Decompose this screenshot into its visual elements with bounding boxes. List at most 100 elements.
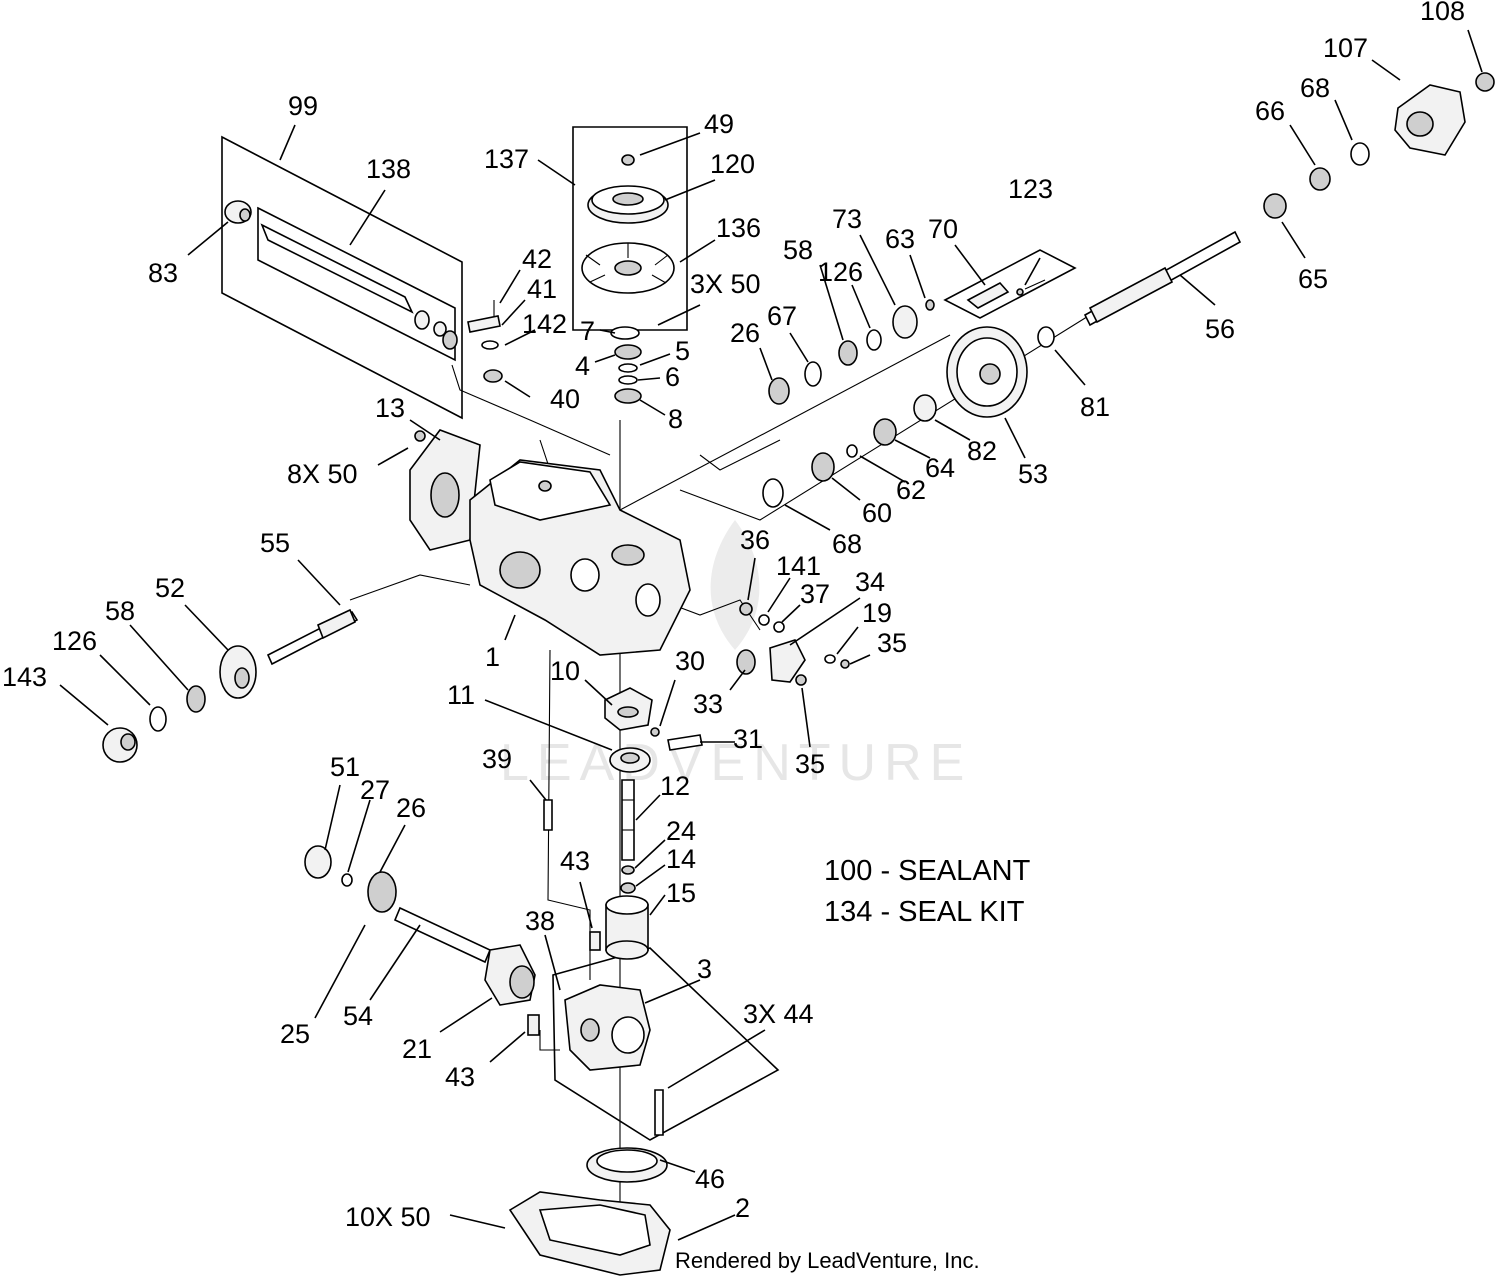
leader-lines [59,29,1483,1241]
callout-63: 63 [885,224,915,254]
callout-82: 82 [967,436,997,466]
callout-33: 33 [693,689,723,719]
part-output-hub-stack [1263,72,1495,219]
callout-67: 67 [767,301,797,331]
callout-126-lower: 126 [52,626,97,656]
callout-5: 5 [675,336,690,366]
part-39-valve [543,799,553,831]
callout-60: 60 [862,498,892,528]
callout-1: 1 [485,642,500,672]
callout-83: 83 [148,258,178,288]
callout-58-lower: 58 [105,596,135,626]
footer-credit: Rendered by LeadVenture, Inc. [675,1248,980,1273]
callout-3x50-top: 3X 50 [690,269,761,299]
callout-31: 31 [733,724,763,754]
callout-15: 15 [666,878,696,908]
callout-65: 65 [1298,264,1328,294]
part-43-pin-upper [589,931,601,951]
watermark: LEADVENTURE [500,520,972,792]
callout-54: 54 [343,1001,373,1031]
part-13-cover [409,429,481,551]
callout-38: 38 [525,906,555,936]
callout-37: 37 [800,579,830,609]
callout-21: 21 [402,1034,432,1064]
callout-143: 143 [2,662,47,692]
note-seal-kit: 134 - SEAL KIT [824,896,1025,928]
watermark-text: LEADVENTURE [500,734,972,792]
part-52-bevel-gear [219,645,257,699]
part-15-cylinder-block [605,895,649,960]
part-42-41-142-pins [467,300,503,383]
part-38-center-section [564,984,651,1071]
callout-8: 8 [668,404,683,434]
callout-8x50: 8X 50 [287,459,358,489]
callout-35-lower: 35 [795,749,825,779]
callout-141: 141 [776,551,821,581]
callout-137: 137 [484,144,529,174]
callout-43-upper: 43 [560,846,590,876]
callout-41: 41 [527,274,557,304]
callout-73: 73 [832,204,862,234]
part-138-filter [260,223,458,350]
callout-42: 42 [522,244,552,274]
callout-10: 10 [550,656,580,686]
callout-27: 27 [360,775,390,805]
part-70-bracket [966,279,1046,309]
part-10-swashplate [604,687,703,751]
part-56-output-shaft [1083,230,1242,327]
callout-123: 123 [1008,174,1053,204]
kit-137-box [572,126,688,331]
callout-4: 4 [575,351,590,381]
callout-14: 14 [666,844,696,874]
part-12-pump-shaft [620,779,636,894]
callout-2: 2 [735,1193,750,1223]
callout-34: 34 [855,567,885,597]
part-43-pin-lower [527,1014,540,1036]
callout-70: 70 [928,214,958,244]
part-input-stack [610,326,642,404]
part-136-fan [581,242,675,294]
callout-53: 53 [1018,459,1048,489]
part-21-motor-block [484,944,536,1006]
callout-24: 24 [666,816,696,846]
part-lower-gear-stack [304,845,397,913]
callout-25: 25 [280,1019,310,1049]
callout-19: 19 [862,598,892,628]
callout-30: 30 [675,646,705,676]
callout-68-lower: 68 [832,529,862,559]
part-1-housing [469,459,691,656]
callout-7: 7 [580,316,595,346]
kit-123-box [943,249,1077,319]
callout-58-upper: 58 [783,235,813,265]
part-54-motor-shaft [393,906,492,964]
callout-99: 99 [288,91,318,121]
callout-26-upper: 26 [730,318,760,348]
part-83-plug [224,200,252,224]
callout-56: 56 [1205,314,1235,344]
callout-136: 136 [716,213,761,243]
callout-120: 120 [710,149,755,179]
notes: 100 - SEALANT 134 - SEAL KIT [824,855,1031,928]
callout-81: 81 [1080,392,1110,422]
callout-36: 36 [740,525,770,555]
part-11-bearing [609,747,651,773]
part-53-gear [946,326,1028,418]
callout-108: 108 [1420,0,1465,26]
callout-3x44: 3X 44 [743,999,814,1029]
callout-64: 64 [925,453,955,483]
part-countershaft-stack [762,394,937,508]
callout-142: 142 [522,309,567,339]
part-upper-bearing-stack [768,299,935,405]
part-81-ring [1037,326,1055,348]
note-sealant: 100 - SEALANT [824,855,1031,887]
part-46-ring-gear [586,1147,668,1183]
callout-52: 52 [155,573,185,603]
callout-40: 40 [550,384,580,414]
callout-11: 11 [447,680,475,710]
callout-49: 49 [704,109,734,139]
part-bypass-stack [736,602,850,686]
callout-3: 3 [697,954,712,984]
kit-138-box [257,206,456,362]
callout-26-lower: 26 [396,793,426,823]
